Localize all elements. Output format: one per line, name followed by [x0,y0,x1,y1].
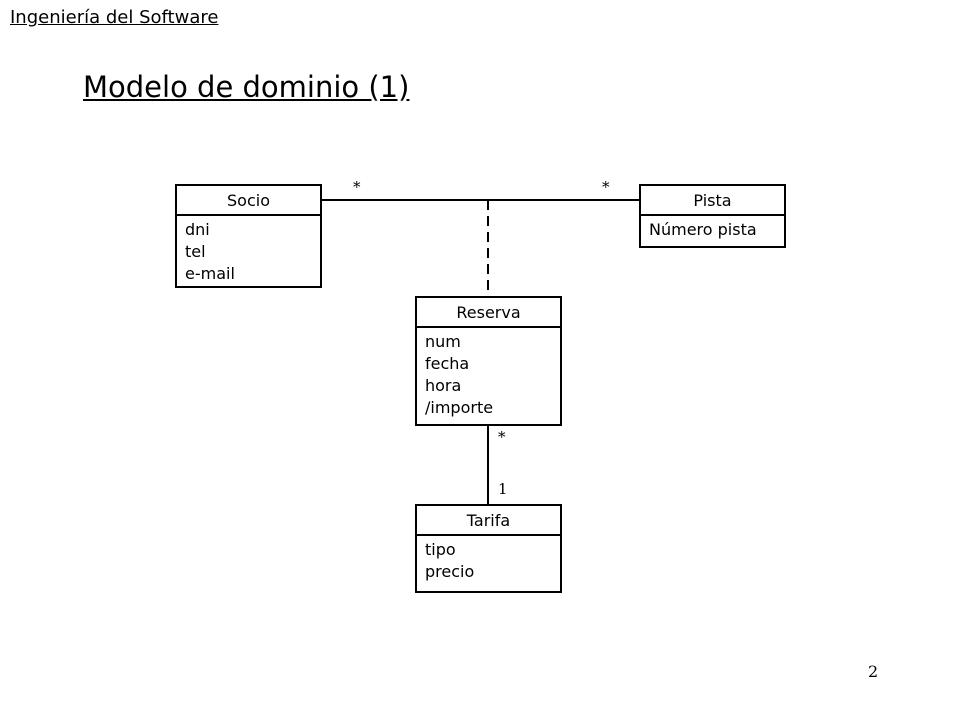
class-attributes: num fecha hora /importe [417,328,560,419]
slide-title: Modelo de dominio (1) [83,70,410,104]
class-attributes: tipo precio [417,536,560,583]
class-name: Reserva [417,298,560,328]
attribute: Número pista [649,220,757,239]
multiplicity-pista-end: * [602,178,610,196]
multiplicity-tarifa-end: 1 [498,480,508,498]
class-name: Socio [177,186,320,216]
attribute: precio [425,562,475,581]
attribute: dni [185,220,210,239]
class-name: Tarifa [417,506,560,536]
course-title: Ingeniería del Software [10,7,219,28]
page-number: 2 [868,662,879,681]
class-attributes: Número pista [641,216,784,241]
attribute: hora [425,376,462,395]
attribute: num [425,332,461,351]
attribute: /importe [425,398,494,417]
class-pista: Pista Número pista [639,184,786,248]
attribute: tipo [425,540,456,559]
attribute: e-mail [185,264,235,283]
class-tarifa: Tarifa tipo precio [415,504,562,593]
class-name: Pista [641,186,784,216]
attribute: tel [185,242,206,261]
attribute: fecha [425,354,470,373]
multiplicity-reserva-end: * [498,428,506,446]
multiplicity-socio-end: * [353,178,361,196]
class-attributes: dni tel e-mail [177,216,320,285]
class-reserva: Reserva num fecha hora /importe [415,296,562,426]
class-socio: Socio dni tel e-mail [175,184,322,288]
